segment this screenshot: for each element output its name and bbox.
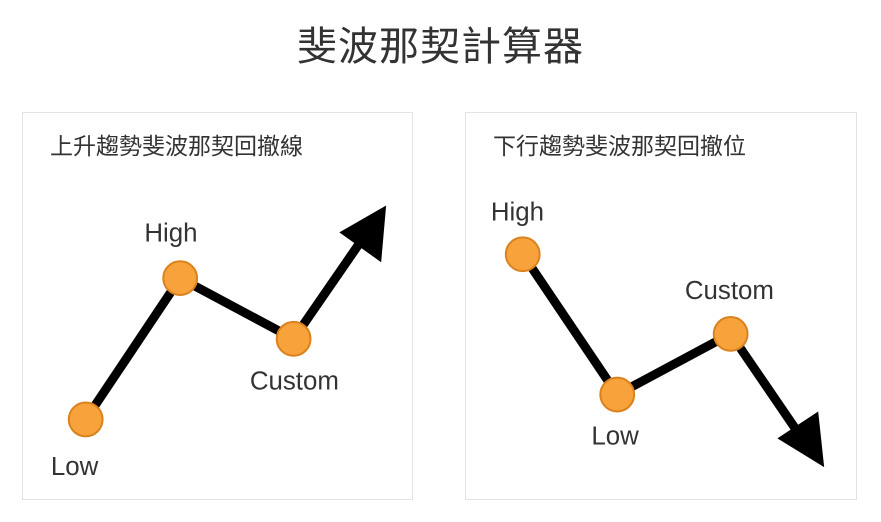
- downtrend-segment-low-custom: [612, 329, 736, 400]
- uptrend-custom-point: [275, 320, 312, 357]
- uptrend-label-high: High: [144, 219, 197, 247]
- downtrend-label-custom: Custom: [685, 277, 774, 305]
- downtrend-label-low: Low: [591, 422, 639, 450]
- uptrend-card: 上升趨勢斐波那契回撤線 High Custom Low: [22, 112, 413, 500]
- uptrend-segment-custom-arrow: [289, 231, 369, 344]
- downtrend-segment-custom-arrow: [726, 329, 806, 442]
- downtrend-label-high: High: [491, 198, 544, 226]
- downtrend-diagram: High Custom Low: [491, 198, 825, 468]
- downtrend-custom-point: [712, 315, 749, 352]
- uptrend-card-title: 上升趨勢斐波那契回撤線: [50, 134, 303, 160]
- uptrend-arrow-head-icon: [339, 205, 387, 263]
- uptrend-high-point: [162, 260, 199, 297]
- downtrend-card: 下行趨勢斐波那契回撤位 High Custom Low: [465, 112, 857, 500]
- uptrend-segment-high-custom: [175, 273, 299, 344]
- page-title: 斐波那契計算器: [297, 24, 584, 70]
- uptrend-low-point: [67, 401, 104, 438]
- downtrend-low-point: [599, 376, 636, 413]
- uptrend-path: [81, 205, 387, 424]
- uptrend-diagram: High Custom Low: [51, 205, 387, 481]
- downtrend-arrow-head-icon: [777, 411, 825, 468]
- uptrend-label-custom: Custom: [250, 368, 339, 396]
- downtrend-segment-high-low: [518, 249, 622, 400]
- uptrend-label-low: Low: [51, 453, 99, 481]
- downtrend-high-point: [504, 236, 541, 273]
- uptrend-segment-low-high: [81, 273, 185, 424]
- downtrend-card-title: 下行趨勢斐波那契回撤位: [493, 134, 746, 160]
- downtrend-path: [518, 249, 825, 468]
